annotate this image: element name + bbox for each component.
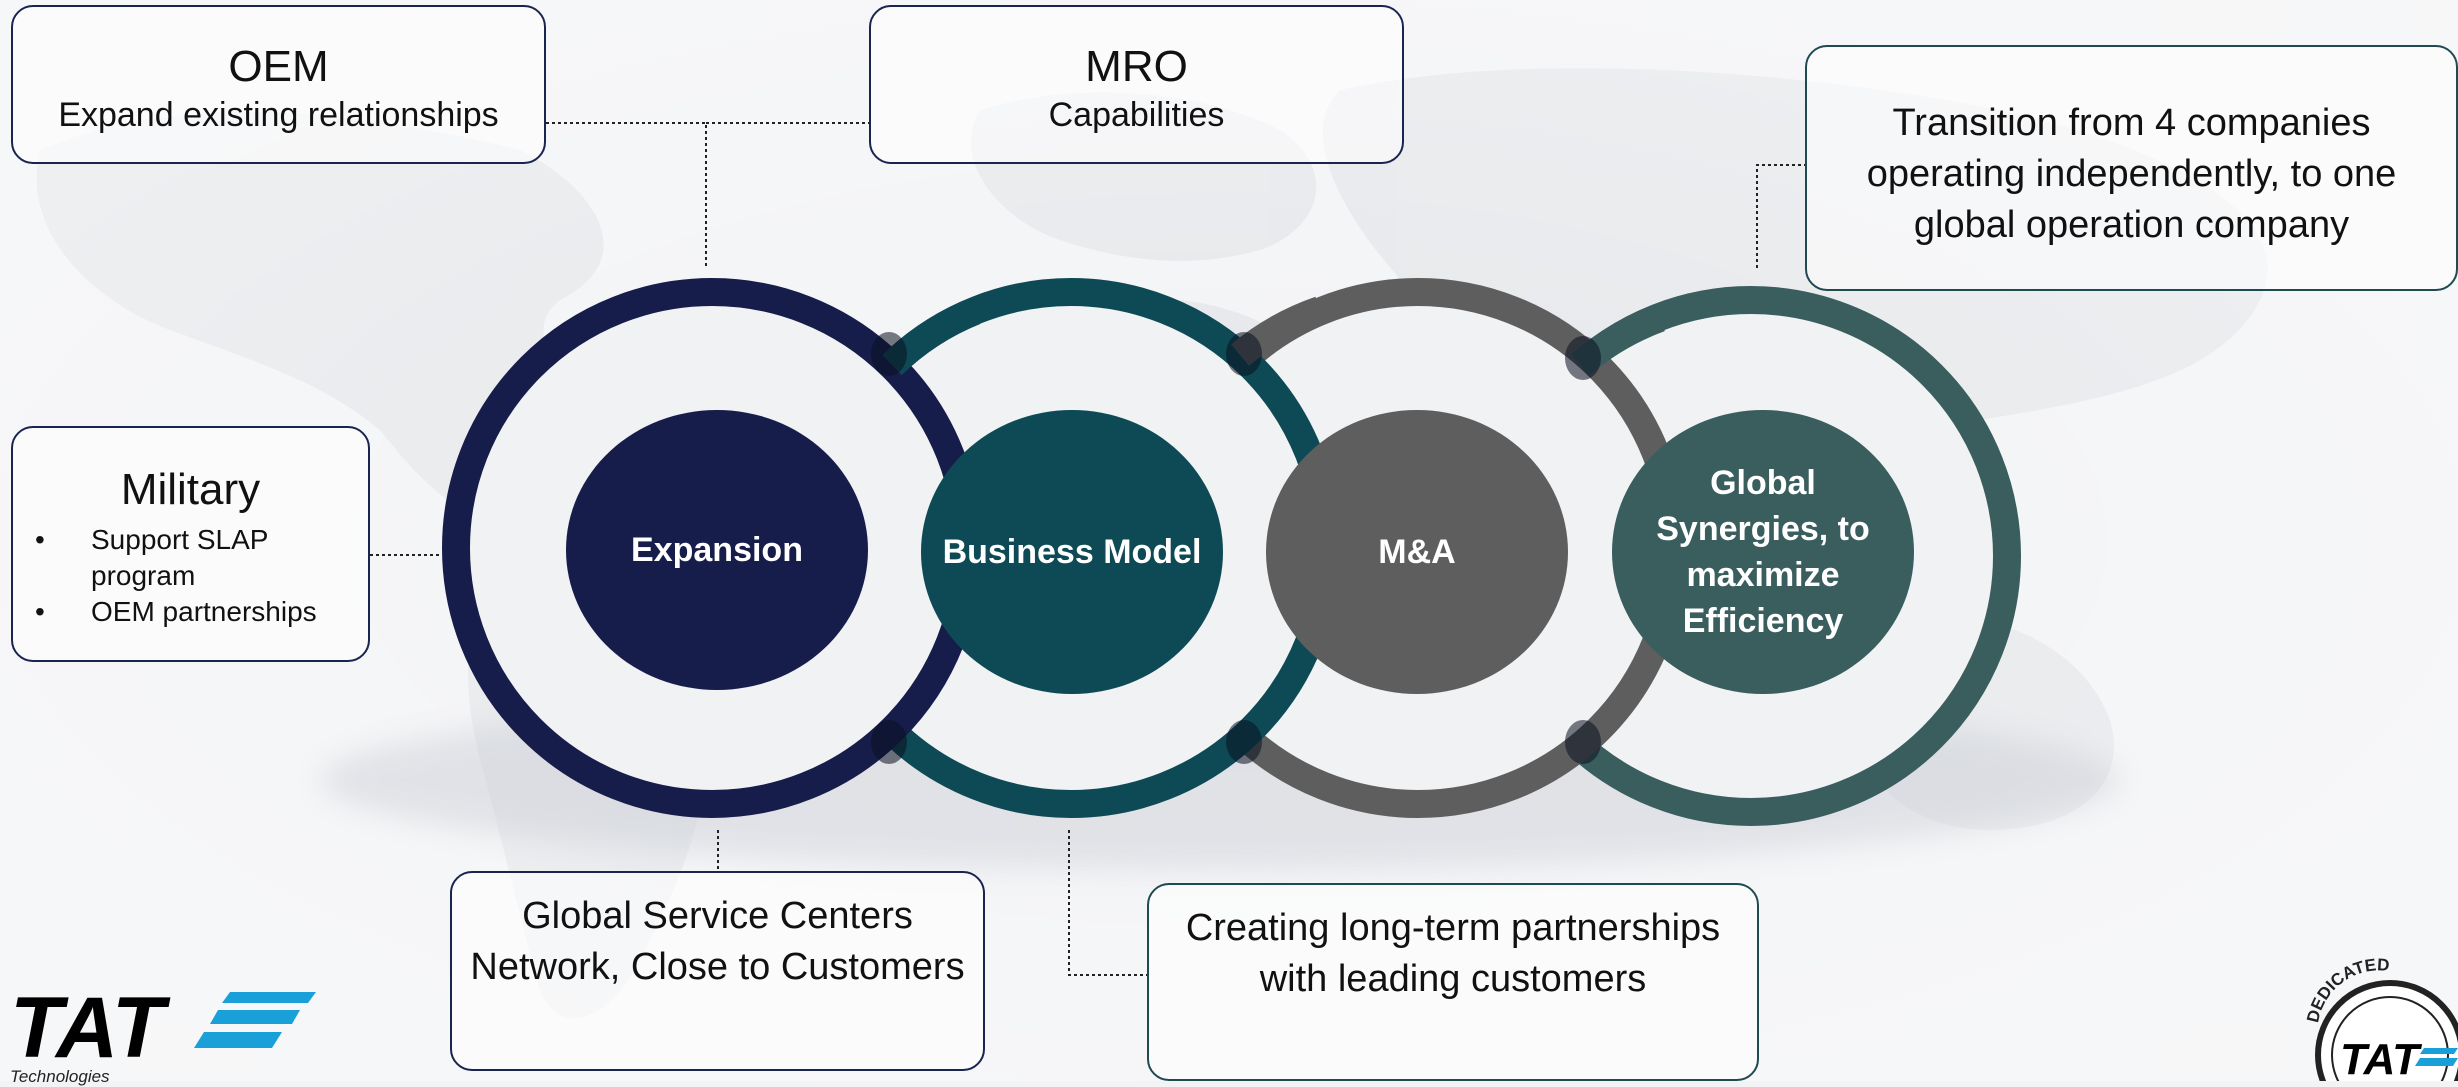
connector-lines: [370, 122, 1805, 976]
callout-military-title: Military: [120, 465, 261, 514]
connector-transition: [1756, 164, 1805, 268]
callout-oem: OEM Expand existing relationships: [11, 5, 546, 164]
callout-mro: MRO Capabilities: [869, 5, 1404, 164]
hub-synergies-label: Global Synergies, to maximize Efficiency: [1656, 464, 1870, 640]
hub-mna-label: M&A: [1378, 533, 1456, 571]
hub-business-model: Business Model: [921, 410, 1223, 694]
hub-mna: M&A: [1266, 410, 1568, 694]
callout-oem-title: OEM: [228, 42, 329, 91]
callout-partnerships-text: Creating long-term partnerships with lea…: [1185, 907, 1721, 1000]
connector-partnerships: [1068, 830, 1147, 976]
dedicated-seal: DEDICATED TAT: [2303, 955, 2458, 1081]
seal-center: TAT: [2340, 1035, 2422, 1081]
callout-military: Military Support SLAP program OEM partne…: [11, 426, 370, 662]
military-bullet-list: Support SLAP program OEM partnerships: [13, 522, 368, 630]
callout-transition-text: Transition from 4 companies operating in…: [1866, 102, 2397, 246]
callout-mro-title: MRO: [1085, 42, 1188, 91]
hub-expansion-label: Expansion: [631, 531, 803, 569]
logo-stripes: [194, 992, 316, 1048]
hub-expansion: Expansion: [566, 410, 868, 690]
callout-transition: Transition from 4 companies operating in…: [1805, 45, 2458, 291]
logo-subtitle: Technologies: [10, 1067, 110, 1086]
callout-service-text: Global Service Centers Network, Close to…: [470, 895, 965, 988]
callout-oem-text: Expand existing relationships: [58, 96, 499, 134]
hub-synergies: Global Synergies, to maximize Efficiency: [1612, 410, 1914, 694]
hub-business-model-label: Business Model: [942, 533, 1202, 571]
logo-wordmark: TAT: [10, 985, 171, 1067]
military-bullet: OEM partnerships: [13, 594, 368, 630]
callout-partnerships: Creating long-term partnerships with lea…: [1147, 883, 1759, 1081]
callout-service-centers: Global Service Centers Network, Close to…: [450, 871, 985, 1071]
callout-mro-text: Capabilities: [1048, 96, 1225, 134]
tat-logo: TAT: [10, 985, 171, 1067]
military-bullet: Support SLAP program: [13, 522, 368, 594]
